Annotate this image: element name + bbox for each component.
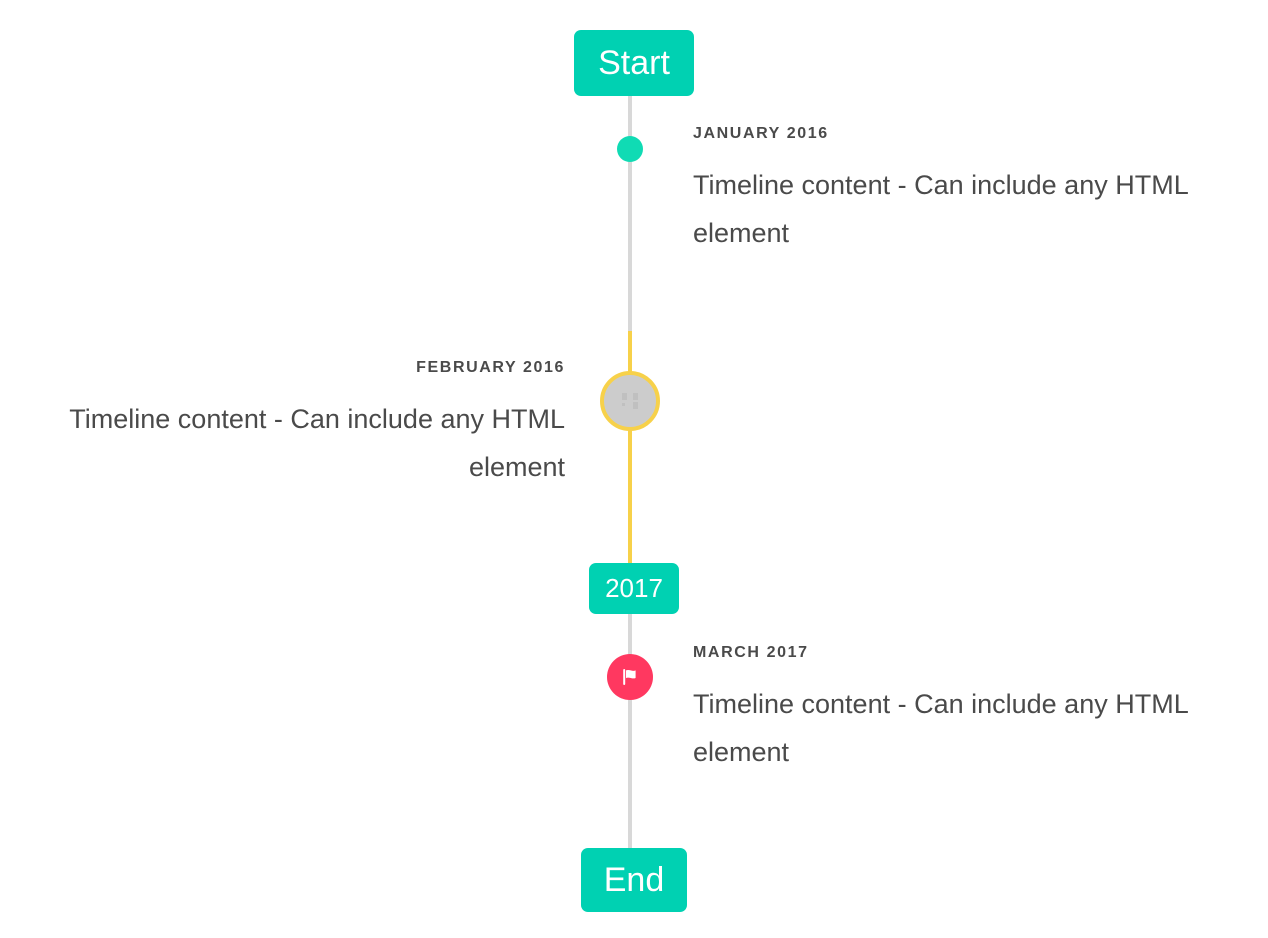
timeline-event-body: Timeline content - Can include any HTML … [69, 404, 565, 482]
timeline-start-label: Start [598, 43, 670, 82]
timeline-spine-grey-bottom [628, 610, 632, 850]
timeline-spine-yellow [628, 331, 632, 566]
timeline-event-date: JANUARY 2016 [693, 125, 829, 142]
ring-marker[interactable] [600, 371, 660, 431]
dot-marker[interactable] [617, 136, 643, 162]
timeline-event-body: Timeline content - Can include any HTML … [693, 689, 1188, 767]
timeline-end-label: End [603, 860, 665, 899]
timeline-event-date: MARCH 2017 [693, 644, 809, 661]
flag-icon [618, 665, 642, 689]
timeline-event-content-january: JANUARY 2016 Timeline content - Can incl… [693, 126, 1233, 257]
flag-marker[interactable] [607, 654, 653, 700]
timeline-event-body: Timeline content - Can include any HTML … [693, 170, 1188, 248]
placeholder-glyph-icon [622, 393, 638, 409]
timeline-spine-grey-top [628, 95, 632, 335]
timeline-event-date: FEBRUARY 2016 [416, 359, 565, 376]
timeline-event-content-february: FEBRUARY 2016 Timeline content - Can inc… [35, 360, 565, 491]
timeline-event-content-march: MARCH 2017 Timeline content - Can includ… [693, 645, 1233, 776]
timeline-year-label: 2017 [605, 573, 663, 603]
timeline-year-badge[interactable]: 2017 [589, 563, 679, 614]
timeline-start-badge[interactable]: Start [574, 30, 694, 96]
timeline-end-badge[interactable]: End [581, 848, 687, 912]
